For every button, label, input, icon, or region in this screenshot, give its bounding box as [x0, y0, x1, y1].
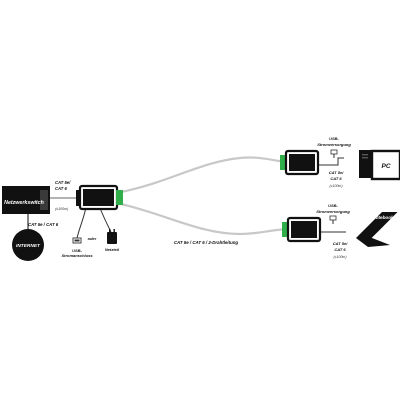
pc-distance: (≤100m) [329, 184, 342, 188]
notebook-usb-label-2: Stromversorgung [316, 209, 350, 214]
notebook-label: Notebook [372, 215, 394, 220]
transmitter-cable-label-2: CAT 6 [55, 186, 67, 191]
cable-pc-receiver-to-pc [318, 157, 344, 166]
cable-to-notebook-receiver [120, 202, 288, 236]
switch-label: Netzwerkswitch [4, 200, 45, 206]
pc-cable-label-1: CAT 5e/ [329, 170, 344, 175]
usb-power-label-1: USB- [72, 248, 82, 253]
pc-label: PC [381, 163, 390, 170]
receiver-pc-connector [280, 155, 287, 170]
notebook-cable-label-2: CAT 6 [334, 247, 346, 252]
transmitter-unit [76, 184, 123, 211]
usb-plug-icon [72, 237, 82, 244]
pc-usb-label-2: Stromversorgung [317, 142, 351, 147]
receiver-unit-pc [280, 149, 320, 176]
notebook-cable-label-1: CAT 5e/ [333, 241, 348, 246]
network-switch: Netzwerkswitch [2, 186, 50, 214]
pc-cable-label-2: CAT 6 [330, 176, 342, 181]
transmitter-cable-label-1: CAT 5e/ [55, 180, 71, 185]
receiver-unit-notebook [282, 216, 322, 243]
notebook-usb-label-1: USB- [328, 203, 338, 208]
internet-node: INTERNET [12, 229, 44, 261]
transmitter-connector [116, 190, 123, 205]
pc-usb-label-1: USB- [329, 136, 339, 141]
usb-power-label-2: Stromanschluss [61, 253, 93, 258]
notebook-icon: Notebook [356, 211, 399, 247]
internet-label: INTERNET [16, 243, 41, 249]
notebook-distance: (≤100m) [333, 255, 346, 259]
pc-icon: PC [359, 149, 400, 181]
cable-transmitter-to-netzteil [99, 207, 112, 233]
transmitter-distance: (≤100m) [55, 207, 68, 211]
usb-plug-icon [330, 149, 338, 155]
main-cable-label: CAT 5e / CAT 6 / 2-Drahtleitung [174, 240, 239, 245]
power-adapter-label: Netzteil [105, 247, 120, 252]
cable-to-pc-receiver [120, 156, 287, 194]
usb-plug-icon [329, 215, 337, 221]
receiver-notebook-connector [282, 222, 289, 237]
switch-cable-label: CAT 5e / CAT 6 [28, 222, 59, 227]
power-adapter-icon [107, 229, 117, 244]
cable-transmitter-to-usb [76, 206, 87, 239]
or-label: oder [88, 236, 97, 241]
